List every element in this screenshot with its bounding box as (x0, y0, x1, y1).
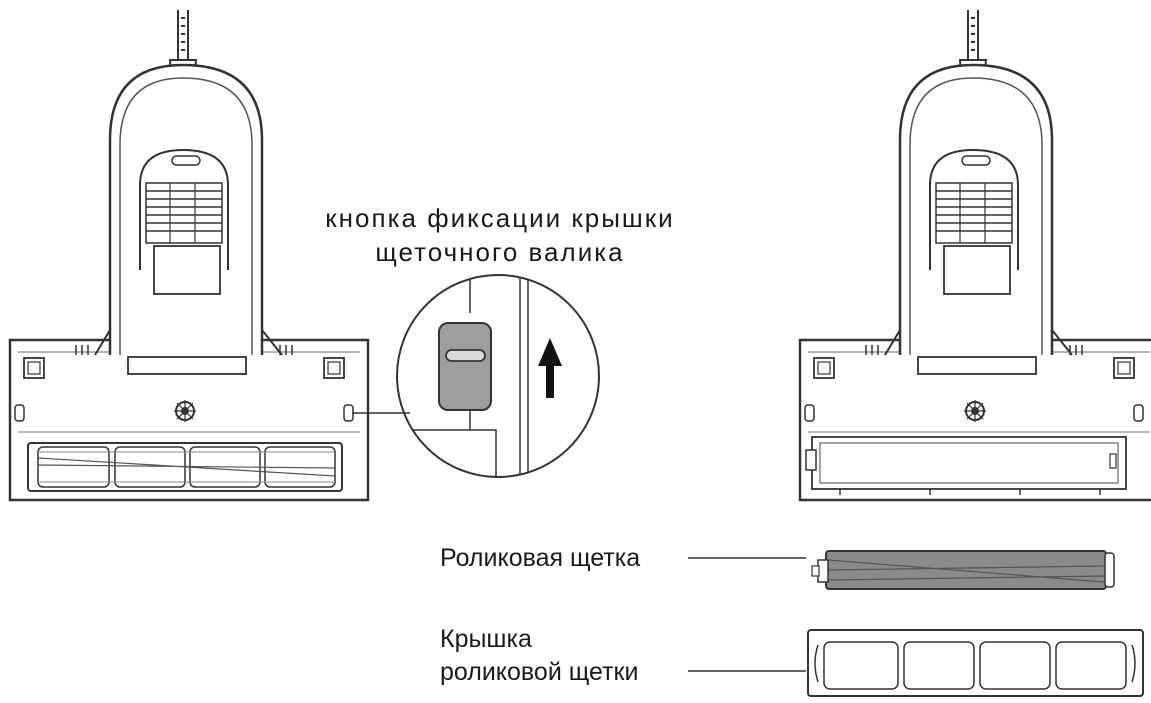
lock-button-label-line2: щеточного валика (375, 237, 625, 267)
brush-cavity-empty (805, 436, 1127, 495)
lock-button-label-line1: кнопка фиксации крышки (325, 203, 675, 233)
lock-button-detail (438, 322, 492, 411)
brush-cover-label: Крышка роликовой щетки (440, 623, 638, 689)
brush-cover-part (807, 629, 1144, 697)
lock-button-label: кнопка фиксации крышки щеточного валика (280, 201, 720, 269)
vacuum-left (8, 8, 370, 502)
vacuum-right (798, 8, 1151, 502)
roller-brush-part (811, 550, 1115, 590)
brush-cover-installed (27, 442, 343, 492)
brush-cover-label-line2: роликовой щетки (440, 658, 639, 686)
brush-cover-label-line1: Крышка (440, 625, 532, 653)
zoom-detail-circle (396, 274, 600, 478)
up-arrow-icon (538, 338, 562, 398)
roller-brush-label: Роликовая щетка (440, 544, 641, 572)
